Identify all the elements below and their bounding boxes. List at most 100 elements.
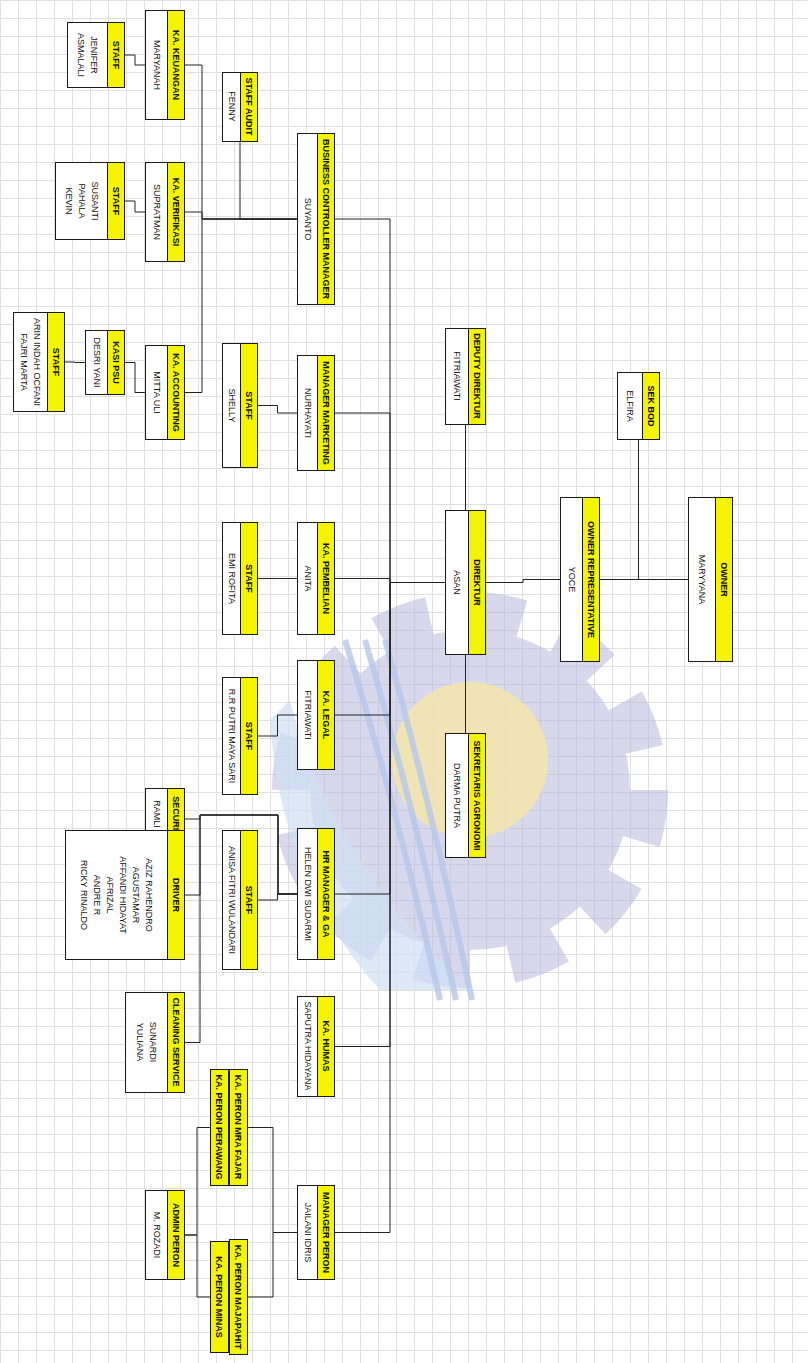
org-connector <box>465 425 466 510</box>
org-connector <box>185 1128 210 1236</box>
person-name: AZIZ RAHENDRO <box>143 858 156 932</box>
person-name: ANDRE R <box>91 875 104 916</box>
role-title: KA. PERON MAJAPAHIT <box>231 1245 247 1349</box>
role-title: STAFF <box>108 41 124 69</box>
role-header: KA. PERON MINAS <box>211 1242 228 1352</box>
org-box: KA. VERIFIKASI SUPRATMAN <box>145 162 185 262</box>
org-box: STAFFR.R PUTRI MAYA SARI <box>222 677 258 795</box>
role-header: STAFF AUDIT <box>240 73 257 141</box>
person-name: YULIANA <box>134 1023 147 1062</box>
person-name: NURHAYATI <box>301 388 314 438</box>
role-title: KA. PERON MRA FAJAR <box>231 1075 247 1180</box>
org-connector <box>600 579 688 580</box>
name-body: SHELLY <box>223 344 240 467</box>
org-box: KA. KEUANGANMARYANAH <box>145 10 185 120</box>
org-box: HR MANAGER & GAHELEN DWI SUDARMI <box>297 828 335 960</box>
role-title: DRIVER <box>168 878 184 912</box>
name-body: DESRI YANI <box>86 331 107 394</box>
org-connector <box>248 1128 297 1233</box>
role-header: KA. LEGAL <box>317 661 334 769</box>
org-box: KA. PERON MRA FAJAR <box>229 1069 248 1186</box>
org-connector <box>125 363 145 393</box>
name-body: FENNY <box>223 73 240 141</box>
role-header: STAFF <box>107 23 124 87</box>
org-box: SEK BODELFIRA <box>617 372 660 440</box>
person-name: SUNARDI <box>147 1022 160 1063</box>
org-box: KA. PERON PERAWANG <box>210 1069 229 1186</box>
role-title: KASI PSU <box>108 341 124 384</box>
org-box: STAFFANISA FITRI WULANDARI <box>222 830 258 970</box>
org-connector <box>185 815 297 1043</box>
name-body: SUPRATMAN <box>146 163 167 261</box>
role-title: STAFF <box>241 886 257 914</box>
role-header: KA. VERIFIKASI <box>167 163 184 261</box>
role-title: MANAGER MARKETING <box>318 361 334 465</box>
role-title: STAFF <box>241 722 257 750</box>
role-header: STAFF <box>47 313 64 411</box>
name-body: EMI ROFITA <box>223 523 240 634</box>
role-header: KA. PERON PERAWANG <box>211 1070 228 1185</box>
person-name: FITRIAWATI <box>301 690 314 740</box>
role-title: STAFF AUDIT <box>241 78 257 136</box>
org-box: OWNERMARYYANA <box>688 497 733 662</box>
role-header: KA. PEMBELIAN <box>317 523 334 634</box>
person-name: ASMALALI <box>75 33 88 77</box>
org-connector <box>65 362 85 364</box>
org-connector <box>125 55 145 65</box>
role-title: DIREKTUR <box>469 559 485 606</box>
person-name: ASAN <box>451 570 464 595</box>
role-title: BUSINESS CONTROLLER MANAGER <box>318 139 334 299</box>
org-connector <box>465 655 466 733</box>
org-box: DRIVERAZIZ RAHENDROAGUSTAMARAFFANDI HIDA… <box>65 830 185 960</box>
role-header: DIREKTUR <box>468 511 485 654</box>
person-name: RICKY RINALDO <box>78 860 91 930</box>
role-title: STAFF <box>241 391 257 419</box>
org-box: KA. PERON MINAS <box>210 1241 229 1353</box>
role-title: KA. ACCOUNTING <box>168 353 184 432</box>
name-body: JAILANI IDRIS <box>298 1186 317 1279</box>
name-body: JENIFERASMALALI <box>68 23 107 87</box>
person-name: FENNY <box>225 91 238 122</box>
name-body: ASAN <box>446 511 468 654</box>
org-box: KA. PEMBELIANANITA <box>297 522 335 635</box>
name-body: FITRIAWATI <box>298 661 317 769</box>
role-header: KA. HUMAS <box>317 997 334 1096</box>
person-name: DESRI YANI <box>90 337 103 387</box>
person-name: MITTA ULI <box>150 371 163 413</box>
org-box: KA. HUMASSAPUTRA HIDAYANA <box>297 996 335 1097</box>
person-name: M. ROZADI <box>150 1212 163 1259</box>
role-title: KA. VERIFIKASI <box>168 178 184 247</box>
role-title: STAFF <box>48 348 64 376</box>
org-connector <box>486 580 560 583</box>
org-connector <box>258 578 297 579</box>
org-box: STAFFARIN INDAH OCFANIFAJRI MARTA <box>13 312 65 412</box>
role-header: OWNER REPRESENTATIVE <box>582 498 599 661</box>
role-title: KA. PEMBELIAN <box>318 543 334 614</box>
person-name: ANISA FITRI WULANDARI <box>225 846 238 954</box>
role-header: HR MANAGER & GA <box>317 829 334 959</box>
role-header: SEK BOD <box>642 373 659 439</box>
org-box: KA. LEGALFITRIAWATI <box>297 660 335 770</box>
org-box: SEKRETARIS AGRONOMIDARMA PUTRA <box>445 733 486 858</box>
role-title: KA. HUMAS <box>318 1021 334 1072</box>
person-name: SHELLY <box>225 389 238 423</box>
role-header: KA. PERON MRA FAJAR <box>230 1070 247 1185</box>
org-connector <box>335 579 445 583</box>
person-name: FAJRI MARTA <box>18 333 31 391</box>
name-body: ANITA <box>298 523 317 634</box>
person-name: JAILANI IDRIS <box>301 1203 314 1263</box>
role-title: HR MANAGER & GA <box>318 851 334 938</box>
person-name: SUPRATMAN <box>150 184 163 240</box>
name-body: R.R PUTRI MAYA SARI <box>223 678 240 794</box>
role-title: STAFF <box>241 564 257 592</box>
role-header: MANAGER MARKETING <box>317 356 334 470</box>
person-name: AFFANDI HIDAYAT <box>117 856 130 934</box>
org-connector <box>240 142 297 219</box>
org-box: STAFF AUDITFENNY <box>222 72 258 142</box>
name-body: HELEN DWI SUDARMI <box>298 829 317 959</box>
org-box: STAFFSHELLY <box>222 343 258 468</box>
org-connector <box>185 1235 210 1297</box>
role-title: CLEANING SERVICE <box>168 998 184 1087</box>
name-body: DARMA PUTRA <box>446 734 468 857</box>
